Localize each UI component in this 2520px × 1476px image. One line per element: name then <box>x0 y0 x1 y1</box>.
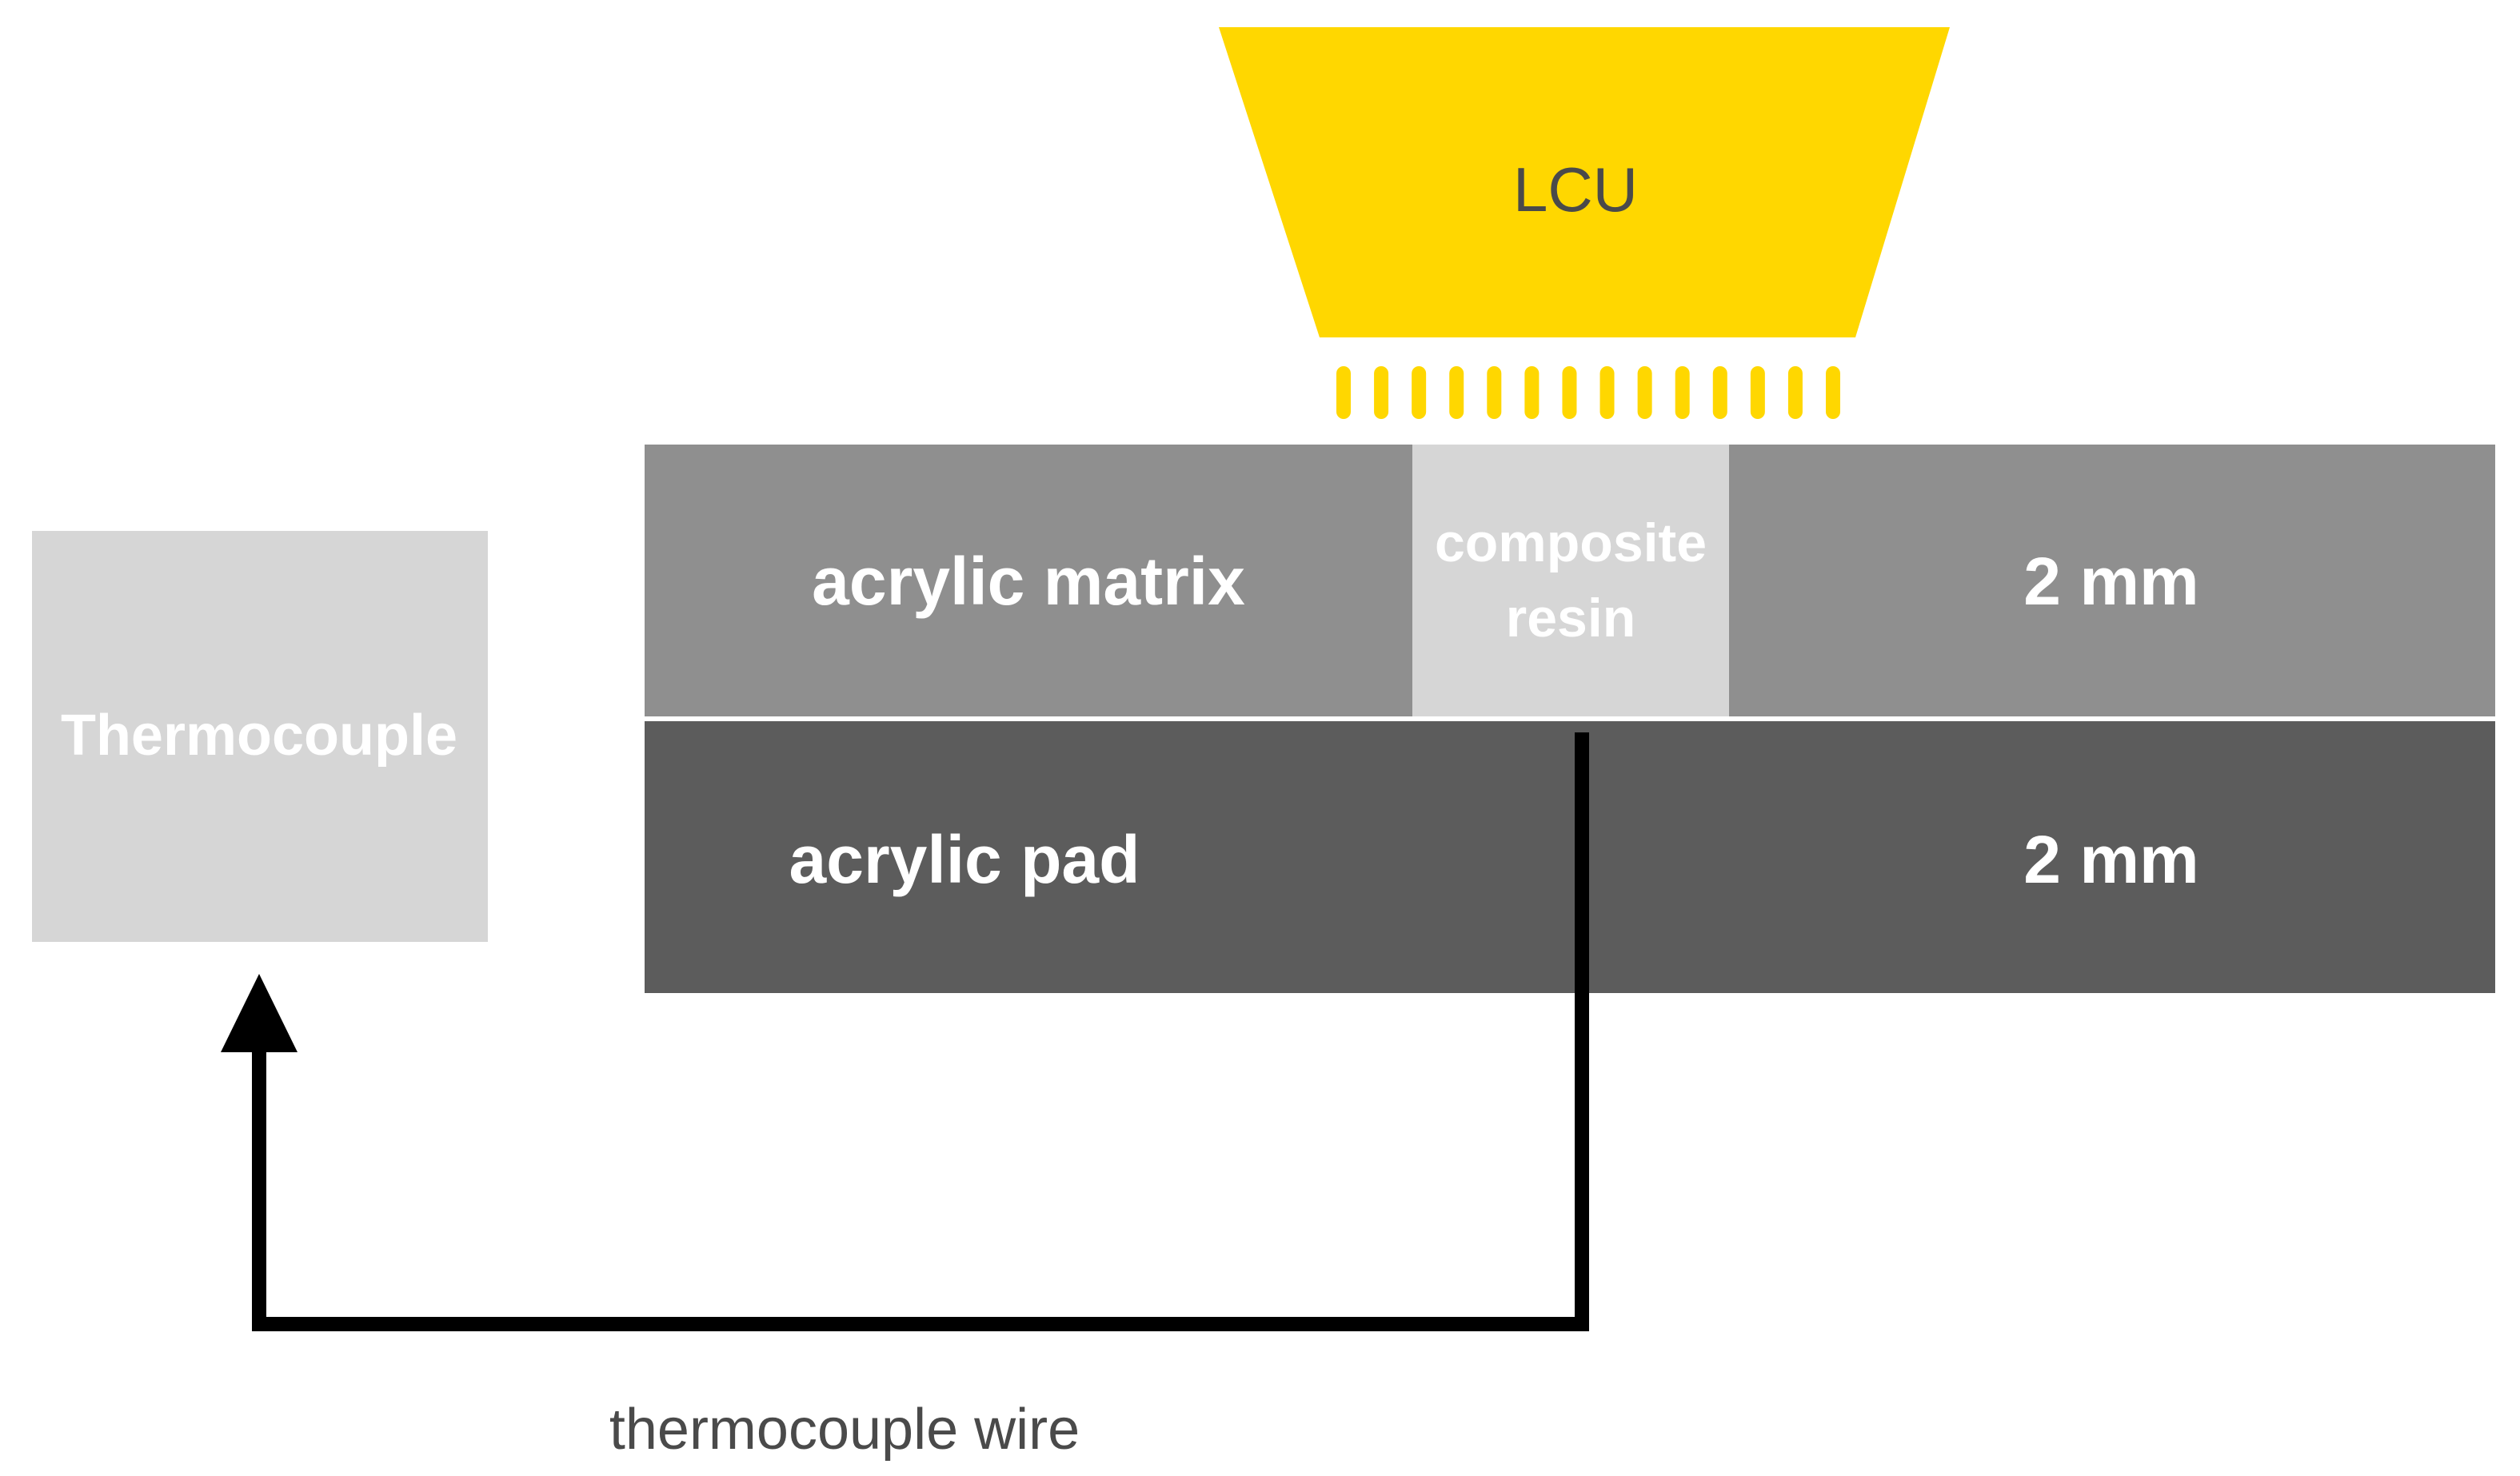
thermocouple-label: Thermocouple <box>61 704 457 768</box>
wire-arrowhead-icon <box>221 974 298 1052</box>
acrylic-matrix-right <box>1729 445 2495 716</box>
light-ray <box>1524 366 1540 419</box>
light-ray <box>1599 366 1615 419</box>
acrylic-matrix-thickness: 2 mm <box>2023 544 2199 619</box>
lcu-label: LCU <box>1513 154 1638 225</box>
light-ray <box>1675 366 1690 419</box>
wire-label: thermocouple wire <box>609 1398 1080 1462</box>
light-ray <box>1487 366 1502 419</box>
composite-resin-label-line2: resin <box>1506 588 1636 648</box>
acrylic-pad-thickness: 2 mm <box>2023 822 2199 897</box>
light-ray <box>1750 366 1765 419</box>
acrylic-matrix-label: acrylic matrix <box>812 544 1245 619</box>
light-ray <box>1637 366 1652 419</box>
acrylic-pad-block <box>645 721 2495 993</box>
light-ray <box>1336 366 1351 419</box>
thermocouple-box <box>32 531 488 942</box>
light-ray <box>1449 366 1464 419</box>
acrylic-matrix-left <box>645 445 1412 716</box>
light-ray <box>1787 366 1803 419</box>
light-ray <box>1712 366 1727 419</box>
light-ray <box>1826 366 1840 419</box>
acrylic-pad-layer: acrylic pad 2 mm <box>645 721 2495 993</box>
acrylic-pad-label: acrylic pad <box>789 822 1140 897</box>
composite-resin-block <box>1412 445 1729 716</box>
wire-path <box>252 732 1589 1331</box>
light-ray <box>1562 366 1577 419</box>
composite-resin: composite resin <box>1412 445 1729 716</box>
composite-resin-label-line1: composite <box>1435 513 1707 573</box>
lcu: LCU <box>1219 27 1950 337</box>
light-rays <box>1336 366 1840 419</box>
thermocouple-wire: thermocouple wire <box>221 732 1589 1462</box>
light-ray <box>1374 366 1389 419</box>
thermocouple: Thermocouple <box>32 531 488 942</box>
light-ray <box>1412 366 1427 419</box>
lcu-body <box>1219 27 1950 337</box>
acrylic-matrix-layer: acrylic matrix 2 mm <box>645 445 2495 716</box>
